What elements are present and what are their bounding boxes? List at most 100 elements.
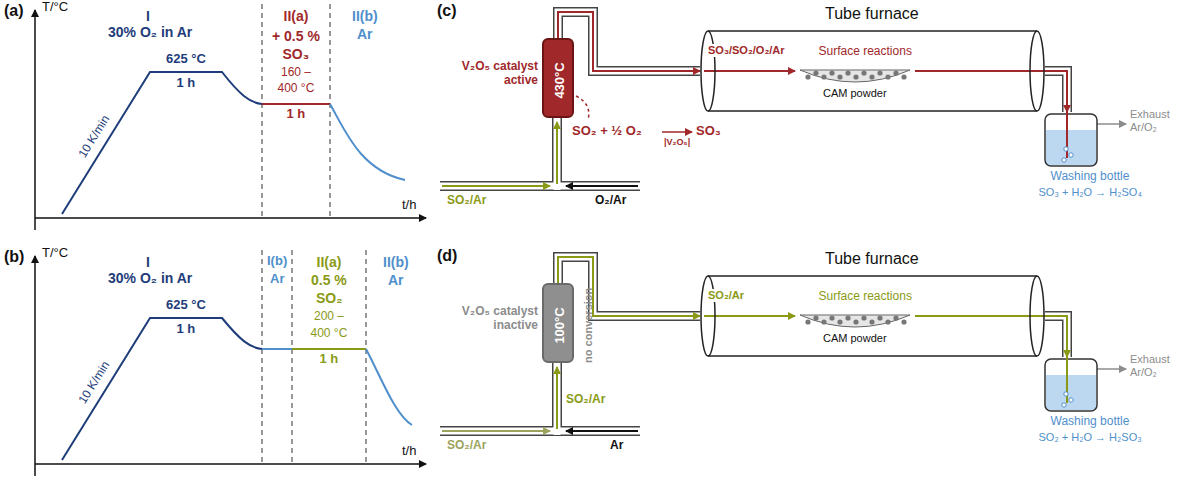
text-label: SO₃ xyxy=(283,46,310,62)
text-label: (c) xyxy=(437,2,457,20)
water xyxy=(1046,130,1096,165)
powder-dot xyxy=(837,74,842,79)
text-label: II(a) xyxy=(317,254,342,270)
tube-end xyxy=(1030,31,1044,111)
text-label: 1 h xyxy=(177,322,196,337)
powder-dot xyxy=(829,70,834,75)
node-text: Surface reactions xyxy=(819,45,912,59)
powder-dot xyxy=(893,70,898,75)
drawing-part xyxy=(62,72,262,214)
text-label: 10 K/min xyxy=(76,113,113,160)
drawing-part xyxy=(704,315,795,317)
gas-flow xyxy=(558,257,700,316)
drawing-part xyxy=(262,250,263,464)
powder-dot xyxy=(821,74,826,79)
text-label: 625 °C xyxy=(166,52,206,67)
water xyxy=(1046,375,1096,410)
drawing-part xyxy=(34,10,36,230)
powder-dot xyxy=(853,319,858,324)
powder-dot xyxy=(829,315,834,320)
text-label: 160 – xyxy=(281,66,311,80)
tube-furnace: Tube furnaceSurface reactionsCAM powder xyxy=(700,30,1045,112)
bottle-wall xyxy=(1045,114,1097,166)
text-label: 625 °C xyxy=(166,298,206,313)
drawing-part xyxy=(440,363,640,435)
drawing-part xyxy=(35,463,426,465)
text-label: 200 – xyxy=(314,310,344,324)
text-label: SO₂/Ar xyxy=(566,393,605,407)
drawing-part xyxy=(262,103,330,105)
catalyst-column: V₂O₅ catalyst inactive100°Cno conversion xyxy=(542,283,574,363)
text-label: 400 °C xyxy=(311,327,348,341)
edge-label: SO₂/Ar xyxy=(706,289,746,302)
text-label: 1 h xyxy=(177,76,196,91)
text-label: I(b) xyxy=(267,254,287,269)
node-text: Tube furnace xyxy=(825,250,919,268)
text-label: II(a) xyxy=(284,8,309,24)
drawing-part xyxy=(34,256,36,476)
sample-boat xyxy=(800,70,910,82)
drawing-part xyxy=(1097,368,1126,370)
text-label: Ar xyxy=(388,272,404,288)
node-text: CAM powder xyxy=(823,332,887,345)
gas-flow xyxy=(558,12,700,71)
tube-outline xyxy=(700,30,1045,112)
drawing-part xyxy=(1097,123,1126,125)
gas-flow xyxy=(1045,316,1067,357)
text-label: O₂/Ar xyxy=(595,194,626,208)
powder-dot xyxy=(861,70,866,75)
bubble xyxy=(1062,403,1066,407)
bottle-outline xyxy=(1005,357,1175,415)
drawing-part xyxy=(292,348,366,350)
text-label: SO₃ xyxy=(696,124,721,139)
text-label: SO₂/Ar xyxy=(447,194,486,208)
text-label: (b) xyxy=(4,248,24,266)
node-text: Tube furnace xyxy=(825,5,919,23)
powder-dot xyxy=(813,70,818,75)
powder-dot xyxy=(869,74,874,79)
node-text: Washing bottle xyxy=(1051,170,1130,184)
washing-bottle: Washing bottleSO₃ + H₂O → H₂SO₄ xyxy=(1005,112,1175,202)
text-label: Ar xyxy=(270,272,284,287)
text-label: 1 h xyxy=(287,107,306,122)
tube-end xyxy=(701,276,715,356)
text-label: + 0.5 % xyxy=(272,28,320,44)
powder-dot xyxy=(893,315,898,320)
pipe-wall xyxy=(1045,316,1067,357)
text-label: (d) xyxy=(437,247,457,265)
drawing-part xyxy=(566,185,638,187)
powder-dot xyxy=(901,74,906,79)
powder-dot xyxy=(901,319,906,324)
graph-a xyxy=(35,4,426,230)
text-label: SO₂ xyxy=(316,290,342,306)
tube-end xyxy=(701,31,715,111)
bubble xyxy=(1064,392,1068,396)
text-label: Ar xyxy=(610,439,623,453)
node-text: 100°C xyxy=(553,307,568,343)
powder-dot xyxy=(877,315,882,320)
bubble xyxy=(1062,158,1066,162)
pipe-bore xyxy=(1045,71,1067,112)
powder-dot xyxy=(845,70,850,75)
catalyst-column: V₂O₅ catalyst active430°C xyxy=(542,38,574,118)
node-text: V₂O₅ catalyst active xyxy=(458,60,538,88)
text-label: |V₂O₅| xyxy=(664,137,690,147)
drawing-part xyxy=(262,348,292,350)
drawing-part xyxy=(915,70,1045,72)
text-label: 30% O₂ in Ar xyxy=(108,24,192,40)
powder-dot xyxy=(821,319,826,324)
pipe-bore xyxy=(558,12,700,71)
bubble xyxy=(1064,147,1068,151)
node-text: no conversion xyxy=(582,287,595,362)
tube-furnace: Tube furnaceSurface reactionsCAM powder xyxy=(700,275,1045,357)
text-label: Exhaust Ar/O₂ xyxy=(1130,108,1188,133)
pipe-bore xyxy=(1045,316,1067,357)
powder-dot xyxy=(885,319,890,324)
drawing-part xyxy=(330,104,405,180)
bottle-wall xyxy=(1045,359,1097,411)
drawing-part xyxy=(704,70,795,72)
sample-boat xyxy=(800,315,910,327)
bubble xyxy=(1069,153,1073,157)
powder-dot xyxy=(805,74,810,79)
